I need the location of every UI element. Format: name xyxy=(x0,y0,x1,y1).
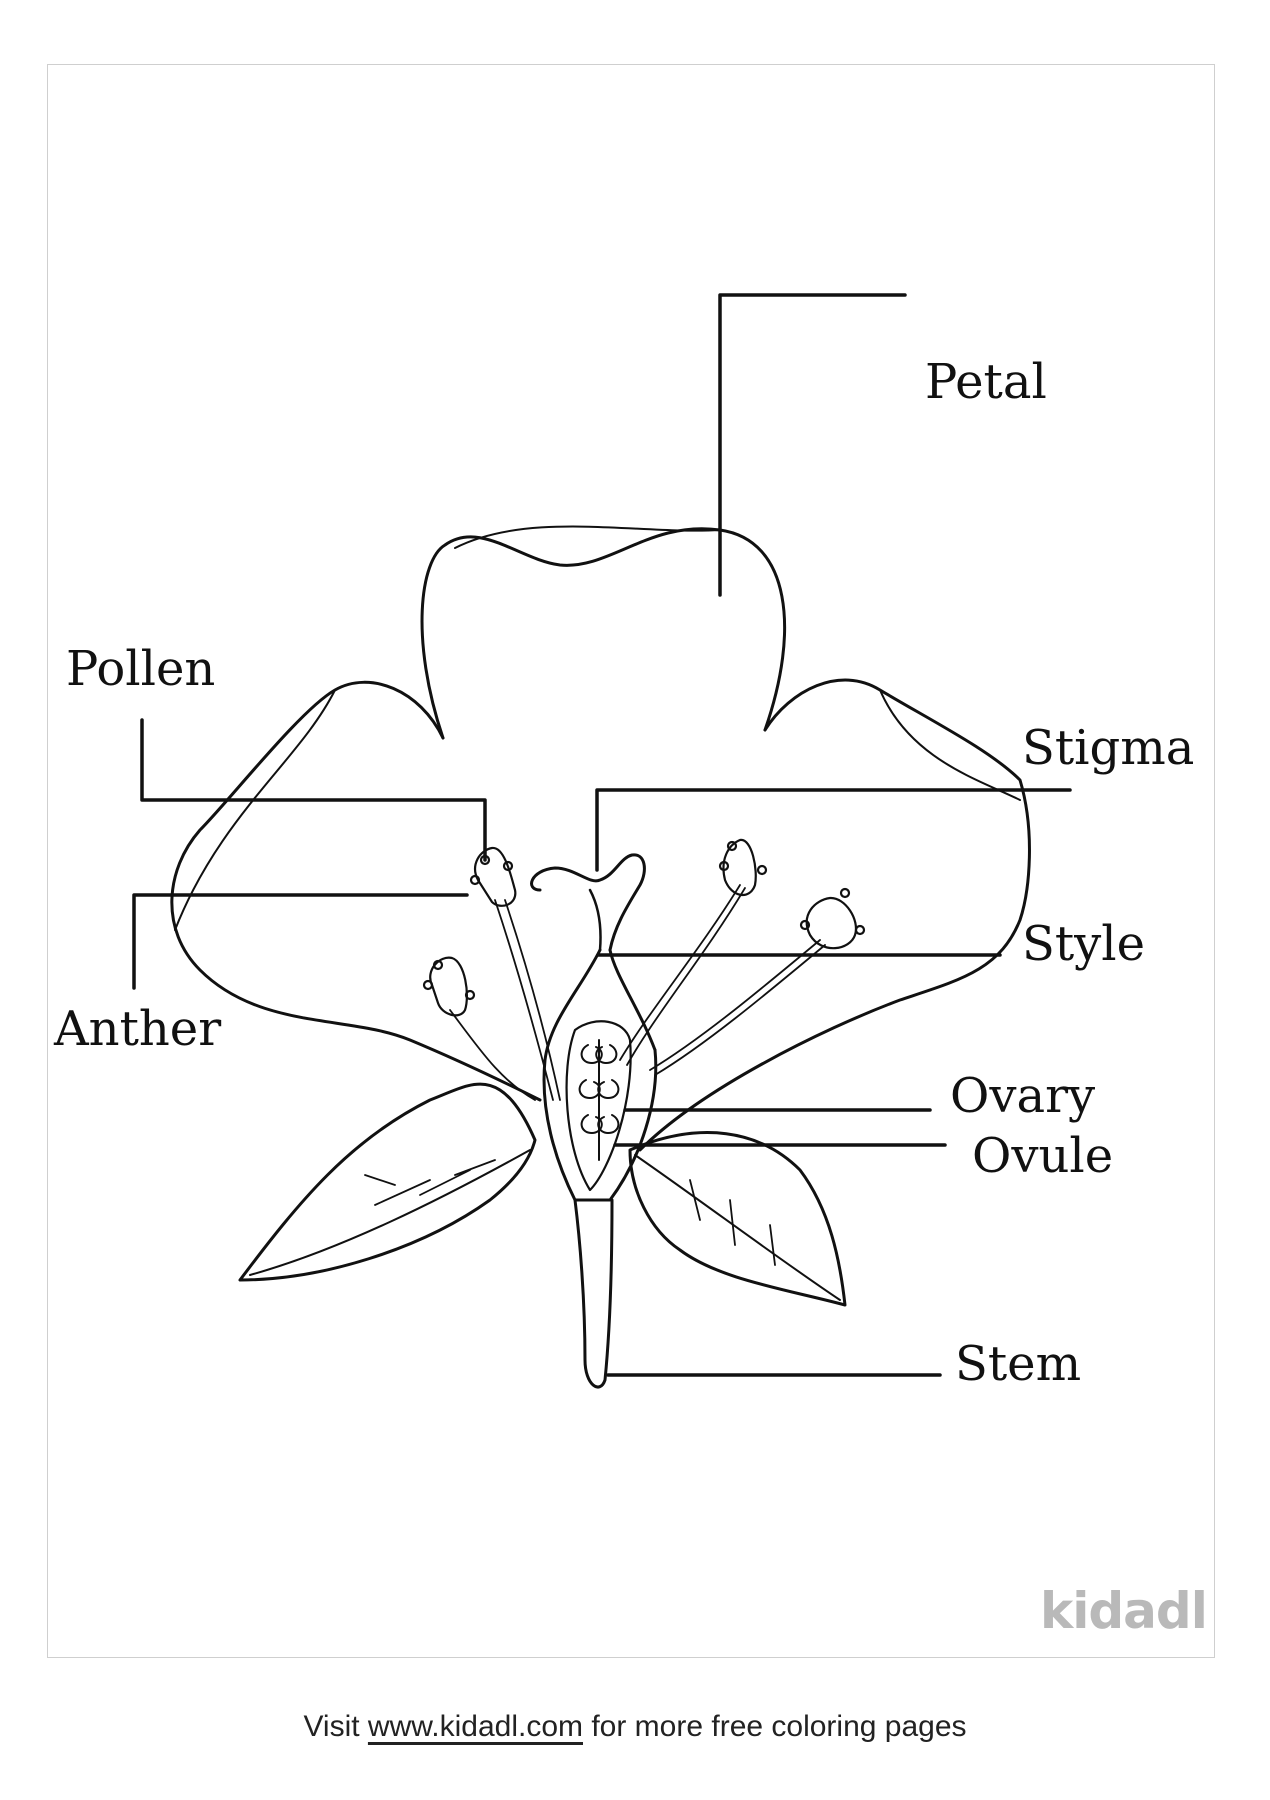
footer-text: Visit www.kidadl.com for more free color… xyxy=(0,1710,1270,1744)
ovules xyxy=(578,1039,620,1161)
stigma xyxy=(530,853,646,952)
label-style: Style xyxy=(1022,916,1146,972)
ovary-inner xyxy=(565,1020,632,1192)
stem xyxy=(573,1198,614,1389)
stamen-filament xyxy=(626,887,746,1066)
stamen-filament xyxy=(654,944,826,1076)
petal-right-fold xyxy=(879,689,1021,801)
petal-left xyxy=(170,680,542,1102)
stamen-filament xyxy=(494,899,554,1101)
label-pollen: Pollen xyxy=(66,641,216,697)
leader-pollen xyxy=(140,718,487,862)
anther xyxy=(718,838,768,896)
petal-center xyxy=(420,527,787,740)
style xyxy=(588,888,602,952)
label-stem: Stem xyxy=(955,1336,1082,1392)
leaf-right xyxy=(628,1131,847,1307)
leader-petal xyxy=(718,293,907,597)
footer-link[interactable]: www.kidadl.com xyxy=(367,1710,583,1743)
stamen-filament xyxy=(449,1009,536,1101)
style-right xyxy=(608,948,657,1052)
coloring-sheet xyxy=(47,64,1215,1658)
anther xyxy=(422,956,476,1017)
label-stigma: Stigma xyxy=(1022,720,1195,776)
label-anther: Anther xyxy=(54,1001,222,1057)
footer-suffix: for more free coloring pages xyxy=(583,1710,967,1743)
stamen-filament xyxy=(619,884,741,1061)
leaf-right-vein xyxy=(634,1154,841,1301)
petal-left-fold xyxy=(174,689,336,931)
leader-lines xyxy=(132,293,1072,1377)
leaf-left-vein xyxy=(249,1149,531,1276)
stamen-filament xyxy=(504,899,561,1101)
kidadl-logo: kidadl xyxy=(1040,1582,1208,1640)
leader-anther xyxy=(132,893,469,990)
leaf-left xyxy=(238,1082,537,1282)
label-ovary: Ovary xyxy=(950,1068,1096,1124)
anther xyxy=(469,846,517,907)
label-petal: Petal xyxy=(925,354,1047,410)
label-ovule: Ovule xyxy=(972,1128,1114,1184)
anther xyxy=(799,887,866,950)
ovary xyxy=(542,948,658,1202)
stamen-filament xyxy=(649,939,821,1071)
footer-prefix: Visit xyxy=(303,1710,368,1743)
leader-stigma xyxy=(595,788,1072,872)
petal-right xyxy=(638,678,1031,1152)
petal-center-fold xyxy=(454,525,721,549)
